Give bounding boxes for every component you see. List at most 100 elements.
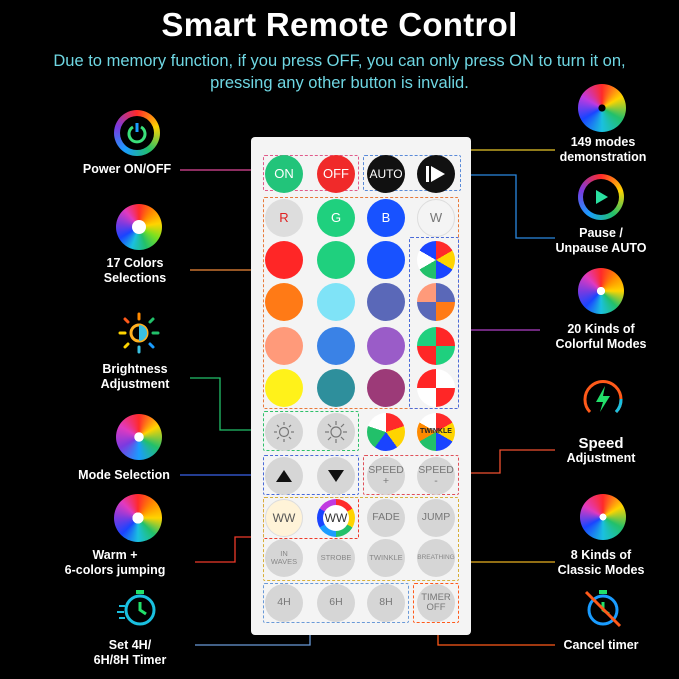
play-icon (578, 174, 624, 220)
speed-icon (580, 376, 626, 422)
feature-timer-line-2: 6H/8H Timer (93, 653, 167, 667)
timer-group (263, 583, 409, 623)
subtitle: Due to memory function, if you press OFF… (10, 50, 669, 94)
mode-flower-icon (116, 414, 162, 460)
color-button[interactable] (317, 241, 355, 279)
feature-warm: Warm + 6-colors jumping (40, 548, 190, 578)
timer-4h-button[interactable]: 4H (265, 584, 303, 622)
brightness-icon (116, 310, 162, 356)
color-button[interactable] (265, 327, 303, 365)
fade-button[interactable]: FADE (367, 499, 405, 537)
timer-6h-button[interactable]: 6H (317, 584, 355, 622)
speed-group (363, 455, 459, 495)
remote-control: ON OFF AUTO R G B W TWINKLE SPEED (251, 137, 471, 635)
feature-timer: Set 4H/ 6H/8H Timer (70, 638, 190, 668)
timer-off-group (413, 583, 459, 623)
color-button[interactable] (265, 369, 303, 407)
feature-149-line-1: 149 modes (570, 135, 636, 149)
timer-8h-button[interactable]: 8H (367, 584, 405, 622)
speed-down-button[interactable]: SPEED - (417, 457, 455, 495)
feature-warm-line-1: Warm + (92, 548, 138, 562)
color-wheel-icon (116, 204, 162, 250)
brightness-down-button[interactable] (265, 413, 303, 451)
auto-group (363, 155, 461, 191)
feature-classic-line-2: Classic Modes (557, 563, 645, 577)
color-button[interactable] (367, 327, 405, 365)
feature-149-line-2: demonstration (559, 150, 647, 164)
breathing-button[interactable]: BREATHING (417, 539, 455, 577)
color-button[interactable] (317, 369, 355, 407)
feature-colors-line-1: 17 Colors (106, 256, 164, 270)
on-button[interactable]: ON (265, 155, 303, 193)
jump-button[interactable]: JUMP (417, 499, 455, 537)
mode-down-button[interactable] (317, 457, 355, 495)
feature-pause: Pause / Unpause AUTO (546, 226, 656, 256)
feature-brightness: Brightness Adjustment (80, 362, 190, 392)
feature-colorful-modes: 20 Kinds of Colorful Modes (546, 322, 656, 352)
feature-speed-line-2: Adjustment (566, 451, 636, 465)
ww-label: WW (323, 505, 349, 531)
sun-icon (274, 422, 294, 442)
feature-warm-line-2: 6-colors jumping (64, 563, 166, 577)
feature-colors-line-2: Selections (103, 271, 167, 285)
brightness-group (263, 411, 359, 451)
speed-up-button[interactable]: SPEED + (367, 457, 405, 495)
classic-dots-icon (580, 494, 626, 540)
mode-group (263, 455, 359, 495)
twinkle-button[interactable]: TWINKLE (367, 539, 405, 577)
color-button[interactable] (265, 283, 303, 321)
color-button[interactable] (317, 327, 355, 365)
twinkle-color-button[interactable]: TWINKLE (417, 413, 455, 451)
feature-speed: Speed Adjustment (546, 436, 656, 466)
power-icon (114, 110, 160, 156)
colorful-mode-button[interactable] (417, 283, 455, 321)
color-button[interactable] (367, 283, 405, 321)
feature-brightness-line-2: Adjustment (100, 377, 170, 391)
colorful-mode-button[interactable] (417, 327, 455, 365)
auto-button[interactable]: AUTO (367, 155, 405, 193)
in-waves-button[interactable]: IN WAVES (265, 539, 303, 577)
feature-brightness-line-1: Brightness (102, 362, 168, 376)
speed-down-sign: - (434, 475, 438, 487)
strobe-button[interactable]: STROBE (317, 539, 355, 577)
mode-up-button[interactable] (265, 457, 303, 495)
flower-icon (578, 268, 624, 314)
power-group (263, 155, 359, 191)
brightness-up-button[interactable] (317, 413, 355, 451)
white-button[interactable]: W (417, 199, 455, 237)
off-button[interactable]: OFF (317, 155, 355, 193)
stopwatch-icon (116, 584, 162, 630)
timer-off-label-1: TIMER (421, 592, 451, 604)
colorful-group (409, 237, 459, 409)
dotted-sphere-icon (578, 84, 626, 132)
color-mode-button[interactable] (367, 413, 405, 451)
color-button[interactable] (265, 241, 303, 279)
triangle-down-icon (328, 470, 344, 482)
colorful-mode-button[interactable] (417, 369, 455, 407)
feature-cancel-timer: Cancel timer (563, 638, 639, 652)
color-button[interactable] (367, 369, 405, 407)
timer-off-button[interactable]: TIMER OFF (417, 584, 455, 622)
play-pause-icon (426, 166, 445, 182)
warm-jump-button[interactable]: WW (317, 499, 355, 537)
red-button[interactable]: R (265, 199, 303, 237)
feature-colors: 17 Colors Selections (80, 256, 190, 286)
subtitle-line-2: pressing any other button is invalid. (210, 74, 469, 92)
warm-flower-icon (114, 494, 162, 542)
color-button[interactable] (367, 241, 405, 279)
colorful-mode-button[interactable] (417, 241, 455, 279)
warm-white-button[interactable]: WW (265, 499, 303, 537)
in-waves-label-2: WAVES (270, 557, 298, 566)
feature-speed-line-1: Speed (578, 435, 624, 452)
feature-classic-line-1: 8 Kinds of (570, 548, 632, 562)
color-button[interactable] (317, 283, 355, 321)
cancel-timer-icon (580, 584, 626, 630)
green-button[interactable]: G (317, 199, 355, 237)
blue-button[interactable]: B (367, 199, 405, 237)
feature-power: Power ON/OFF (82, 162, 172, 176)
play-pause-button[interactable] (417, 155, 455, 193)
timer-off-label-2: OFF (426, 602, 446, 613)
page-title: Smart Remote Control (161, 6, 518, 43)
classic-group (263, 497, 459, 581)
speed-up-sign: + (382, 475, 390, 487)
